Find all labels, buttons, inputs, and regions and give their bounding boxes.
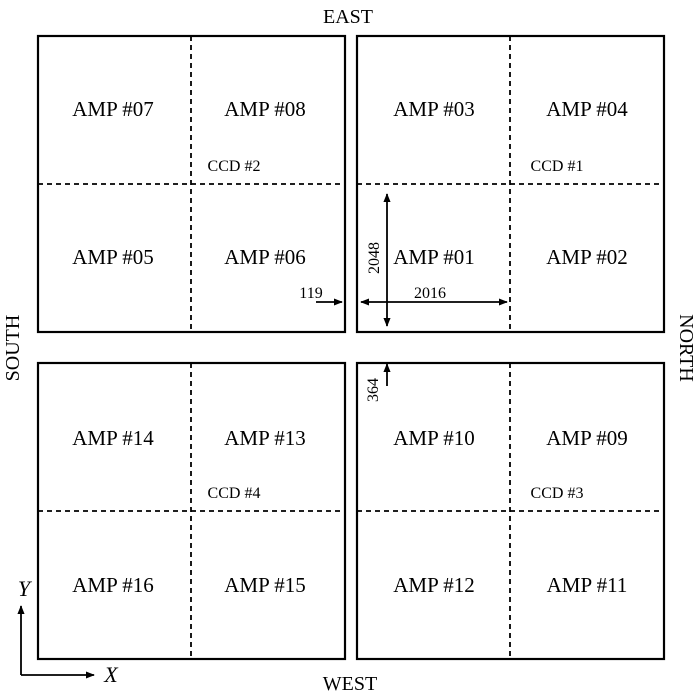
ccd-block-bottom-right: AMP #10 AMP #09 AMP #12 AMP #11 CCD #3	[355, 361, 666, 661]
amp-label: AMP #02	[546, 245, 628, 269]
amp-label: AMP #13	[224, 426, 306, 450]
amp-label: AMP #16	[72, 573, 154, 597]
amp-label: AMP #04	[546, 97, 628, 121]
amp-label: AMP #08	[224, 97, 306, 121]
direction-right-label: NORTH	[675, 314, 697, 382]
direction-bottom-label: WEST	[323, 673, 377, 695]
axes-indicator: X Y	[17, 576, 119, 687]
height-dimension-label: 2048	[366, 242, 383, 274]
ccd-block-top-right: AMP #03 AMP #04 AMP #01 AMP #02 CCD #1	[355, 34, 666, 334]
y-axis-label: Y	[18, 576, 33, 601]
direction-top-label: EAST	[323, 6, 373, 28]
ccd-block-bottom-left: AMP #14 AMP #13 AMP #16 AMP #15 CCD #4	[36, 361, 347, 661]
amp-label: AMP #15	[224, 573, 306, 597]
x-axis-label: X	[103, 662, 119, 687]
amp-label: AMP #06	[224, 245, 306, 269]
amp-label: AMP #14	[72, 426, 154, 450]
ccd-label: CCD #1	[531, 158, 584, 175]
amp-label: AMP #05	[72, 245, 154, 269]
width-dimension-label: 2016	[414, 285, 446, 302]
amp-label: AMP #03	[393, 97, 475, 121]
amp-label: AMP #09	[546, 426, 628, 450]
amp-label: AMP #10	[393, 426, 475, 450]
ccd-block-top-left: AMP #07 AMP #08 AMP #05 AMP #06 CCD #2	[36, 34, 347, 334]
amp-label: AMP #11	[547, 573, 628, 597]
vertical-gap-label: 364	[365, 378, 382, 402]
direction-left-label: SOUTH	[2, 315, 24, 382]
amp-label: AMP #12	[393, 573, 475, 597]
ccd-label: CCD #3	[531, 485, 584, 502]
amp-label: AMP #01	[393, 245, 475, 269]
ccd-label: CCD #2	[208, 158, 261, 175]
horizontal-gap-label: 119	[299, 285, 322, 302]
amp-label: AMP #07	[72, 97, 154, 121]
ccd-label: CCD #4	[208, 485, 261, 502]
